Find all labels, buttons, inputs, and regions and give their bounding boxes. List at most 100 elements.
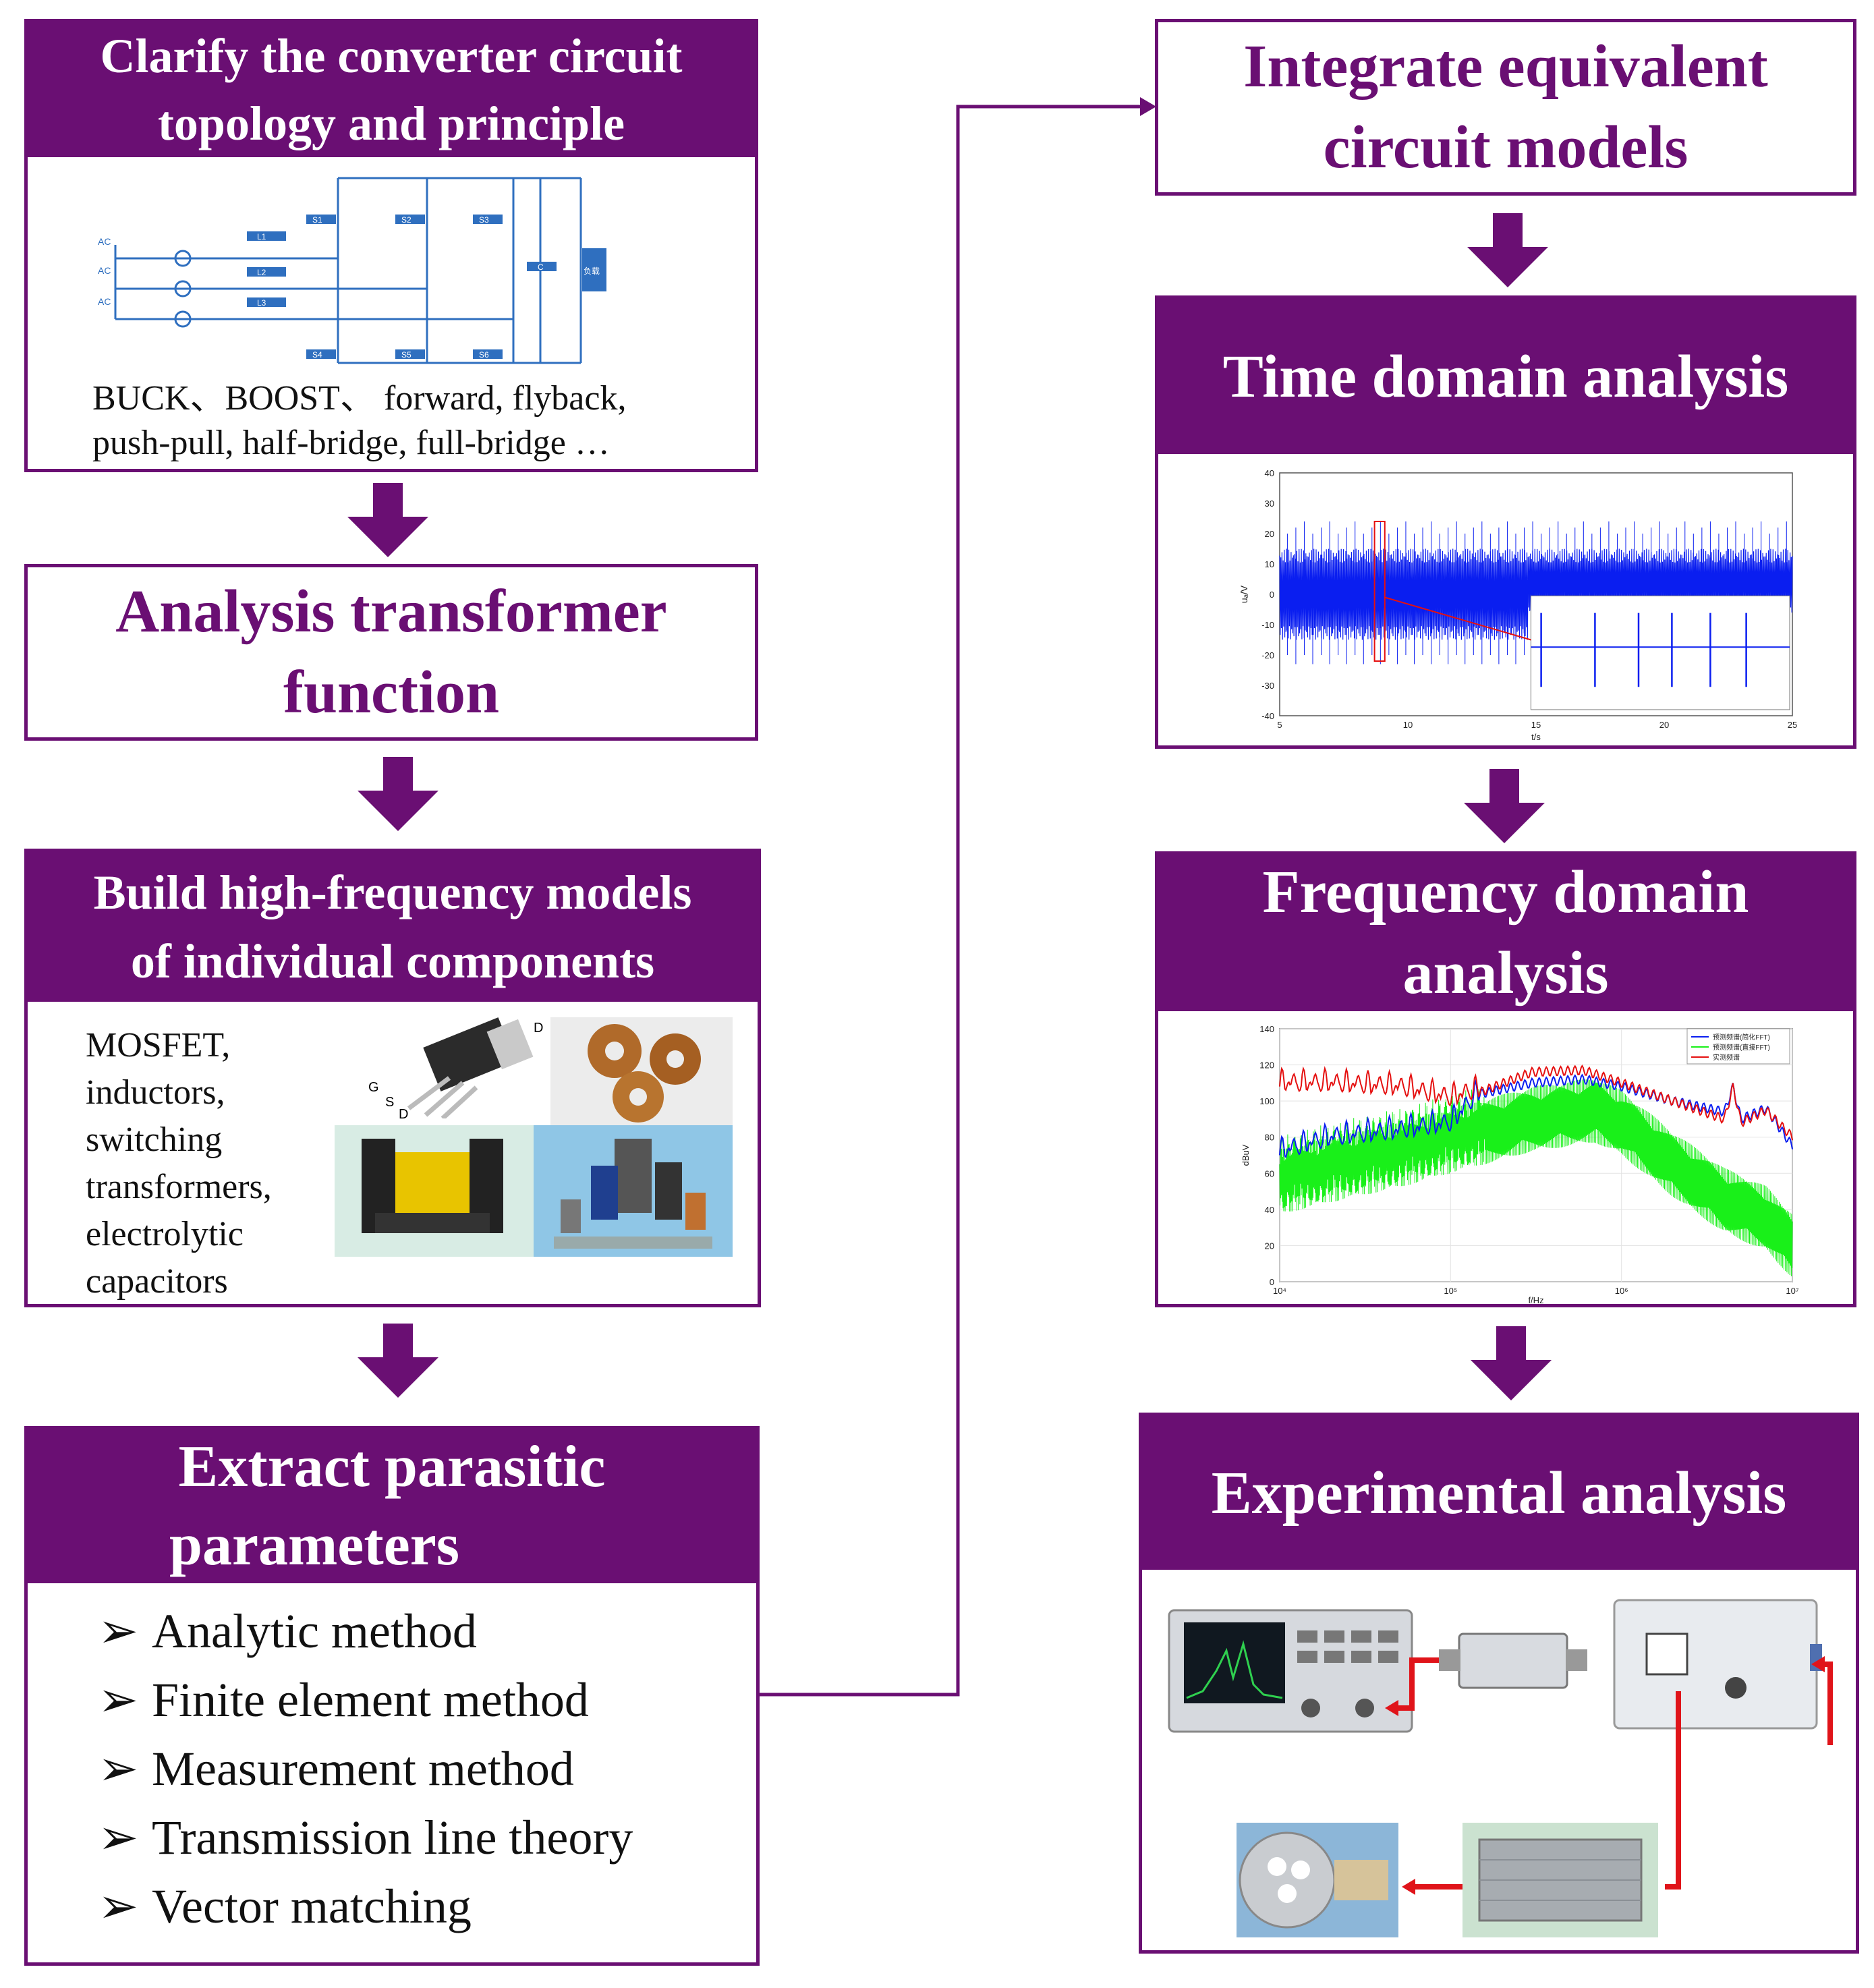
switch-label-s5: S5 xyxy=(401,350,411,360)
x-tick-label: 10 xyxy=(1403,720,1413,730)
step-parasitic-parameters: Extract parasitic parameters ➢Analytic m… xyxy=(24,1426,760,1966)
switch-label-s6: S6 xyxy=(479,350,489,360)
bullet-icon: ➢ xyxy=(98,1811,139,1865)
y-tick-label: 120 xyxy=(1259,1060,1274,1071)
series-line-blue xyxy=(1279,1073,1793,1158)
step-component-header: Build high-frequency models of individua… xyxy=(28,852,758,1002)
component-item-3: switching xyxy=(86,1120,223,1159)
y-tick-label: -20 xyxy=(1261,650,1274,660)
bullet-icon: ➢ xyxy=(98,1879,139,1933)
step-topology-title-line1: Clarify the converter circuit xyxy=(100,29,683,83)
method-text-2: Finite element method xyxy=(152,1673,589,1727)
capacitors-photo xyxy=(534,1125,733,1257)
step-transformer-function: Analysis transformer function xyxy=(24,564,758,741)
lisn-photo xyxy=(1613,1599,1822,1730)
method-text-4: Transmission line theory xyxy=(152,1811,633,1865)
converter-schematic: AC AC AC L1 L2 L3 S1 S2 S3 S4 S5 S6 C 负载 xyxy=(98,177,606,364)
y-tick-label: 40 xyxy=(1265,468,1274,478)
mosfet-photo: D G S D xyxy=(348,1017,550,1118)
ac-label-3: AC xyxy=(98,296,111,307)
step-integrate-title-line1: Integrate equivalent xyxy=(1243,33,1768,100)
step-frequency-title-line1: Frequency domain xyxy=(1262,859,1749,926)
y-tick-label: 0 xyxy=(1270,590,1274,600)
step-experimental-header: Experimental analysis xyxy=(1142,1416,1856,1570)
switch-label-s3: S3 xyxy=(479,215,489,225)
method-item-2: ➢Finite element method xyxy=(98,1671,589,1728)
x-axis-label: t/s xyxy=(1531,732,1541,742)
y-axis-label: dBuV xyxy=(1241,1144,1251,1166)
step-parasitic-header: Extract parasitic parameters xyxy=(28,1429,756,1583)
step-integrate-title-line2: circuit models xyxy=(1323,114,1688,181)
method-text-5: Vector matching xyxy=(152,1879,472,1933)
step-component-title-line2: of individual components xyxy=(130,934,655,988)
x-tick-label: 25 xyxy=(1788,720,1797,730)
component-item-5: electrolytic xyxy=(86,1215,244,1253)
topology-caption: BUCK、BOOST、 forward, flyback, push-pull,… xyxy=(92,376,626,465)
x-tick-label: 20 xyxy=(1659,720,1669,730)
zoom-connector xyxy=(1384,596,1531,641)
ac-label-2: AC xyxy=(98,265,111,276)
x-tick-label: 10⁵ xyxy=(1444,1286,1457,1296)
y-tick-label: -40 xyxy=(1261,711,1274,721)
step-parasitic-title-line1: Extract parasitic xyxy=(178,1434,606,1500)
method-item-1: ➢Analytic method xyxy=(98,1602,477,1659)
switch-label-s4: S4 xyxy=(312,350,322,360)
y-tick-label: -30 xyxy=(1261,681,1274,691)
component-item-4: transformers, xyxy=(86,1168,272,1206)
step-experimental-title: Experimental analysis xyxy=(1211,1459,1787,1527)
step-integrate-models: Integrate equivalent circuit models xyxy=(1155,19,1856,196)
led-driver-photo xyxy=(1463,1823,1658,1937)
pin-label-s: S xyxy=(385,1095,394,1110)
limiter-photo xyxy=(1439,1632,1587,1689)
method-text-3: Measurement method xyxy=(152,1742,574,1796)
ac-label-1: AC xyxy=(98,236,111,247)
down-arrow-4 xyxy=(1467,213,1548,287)
series-line xyxy=(1279,548,1793,640)
step-time-header: Time domain analysis xyxy=(1158,299,1853,454)
y-tick-label: 60 xyxy=(1265,1168,1274,1178)
x-tick-label: 10⁷ xyxy=(1786,1286,1798,1296)
inductor-photo xyxy=(550,1017,733,1127)
y-tick-label: 140 xyxy=(1259,1024,1274,1034)
step-topology-header: Clarify the converter circuit topology a… xyxy=(28,22,755,157)
inductor-label-2: L2 xyxy=(257,268,266,277)
x-tick-label: 10⁴ xyxy=(1273,1286,1286,1296)
x-tick-label: 5 xyxy=(1277,720,1282,730)
pin-label-d: D xyxy=(399,1107,408,1118)
step-transformer-title-line1: Analysis transformer xyxy=(115,578,667,645)
pin-label-d-top: D xyxy=(534,1021,543,1035)
y-tick-label: 0 xyxy=(1270,1277,1274,1287)
spectrum-analyzer-photo xyxy=(1168,1609,1413,1733)
method-item-5: ➢Vector matching xyxy=(98,1877,472,1935)
bullet-icon: ➢ xyxy=(98,1742,139,1796)
pin-label-g: G xyxy=(368,1080,379,1095)
component-item-6: capacitors xyxy=(86,1262,228,1301)
capacitor-label: C xyxy=(538,262,544,272)
step-frequency-header: Frequency domain analysis xyxy=(1158,855,1853,1011)
component-item-1: MOSFET, xyxy=(86,1026,231,1064)
y-axis-label: uₐ/V xyxy=(1239,585,1249,603)
bullet-icon: ➢ xyxy=(98,1673,139,1727)
x-tick-label: 10⁶ xyxy=(1615,1286,1628,1296)
y-tick-label: 40 xyxy=(1265,1205,1274,1215)
down-arrow-2 xyxy=(358,757,438,831)
step-experimental: Experimental analysis xyxy=(1139,1413,1859,1954)
component-list: MOSFET, inductors, switching transformer… xyxy=(86,1022,272,1305)
legend-label: 实测频谱 xyxy=(1713,1053,1740,1062)
y-tick-label: 20 xyxy=(1265,1241,1274,1251)
x-tick-label: 15 xyxy=(1531,720,1541,730)
step-component-title-line1: Build high-frequency models xyxy=(93,865,692,919)
topology-caption-line2: push-pull, half-bridge, full-bridge … xyxy=(92,424,610,462)
step-time-title: Time domain analysis xyxy=(1222,343,1789,410)
down-arrow-5 xyxy=(1464,769,1545,843)
method-text-1: Analytic method xyxy=(152,1604,477,1658)
inductor-label-3: L3 xyxy=(257,298,266,308)
step-transformer-title-line2: function xyxy=(283,659,500,726)
y-tick-label: 100 xyxy=(1259,1096,1274,1106)
y-tick-label: 30 xyxy=(1265,499,1274,509)
